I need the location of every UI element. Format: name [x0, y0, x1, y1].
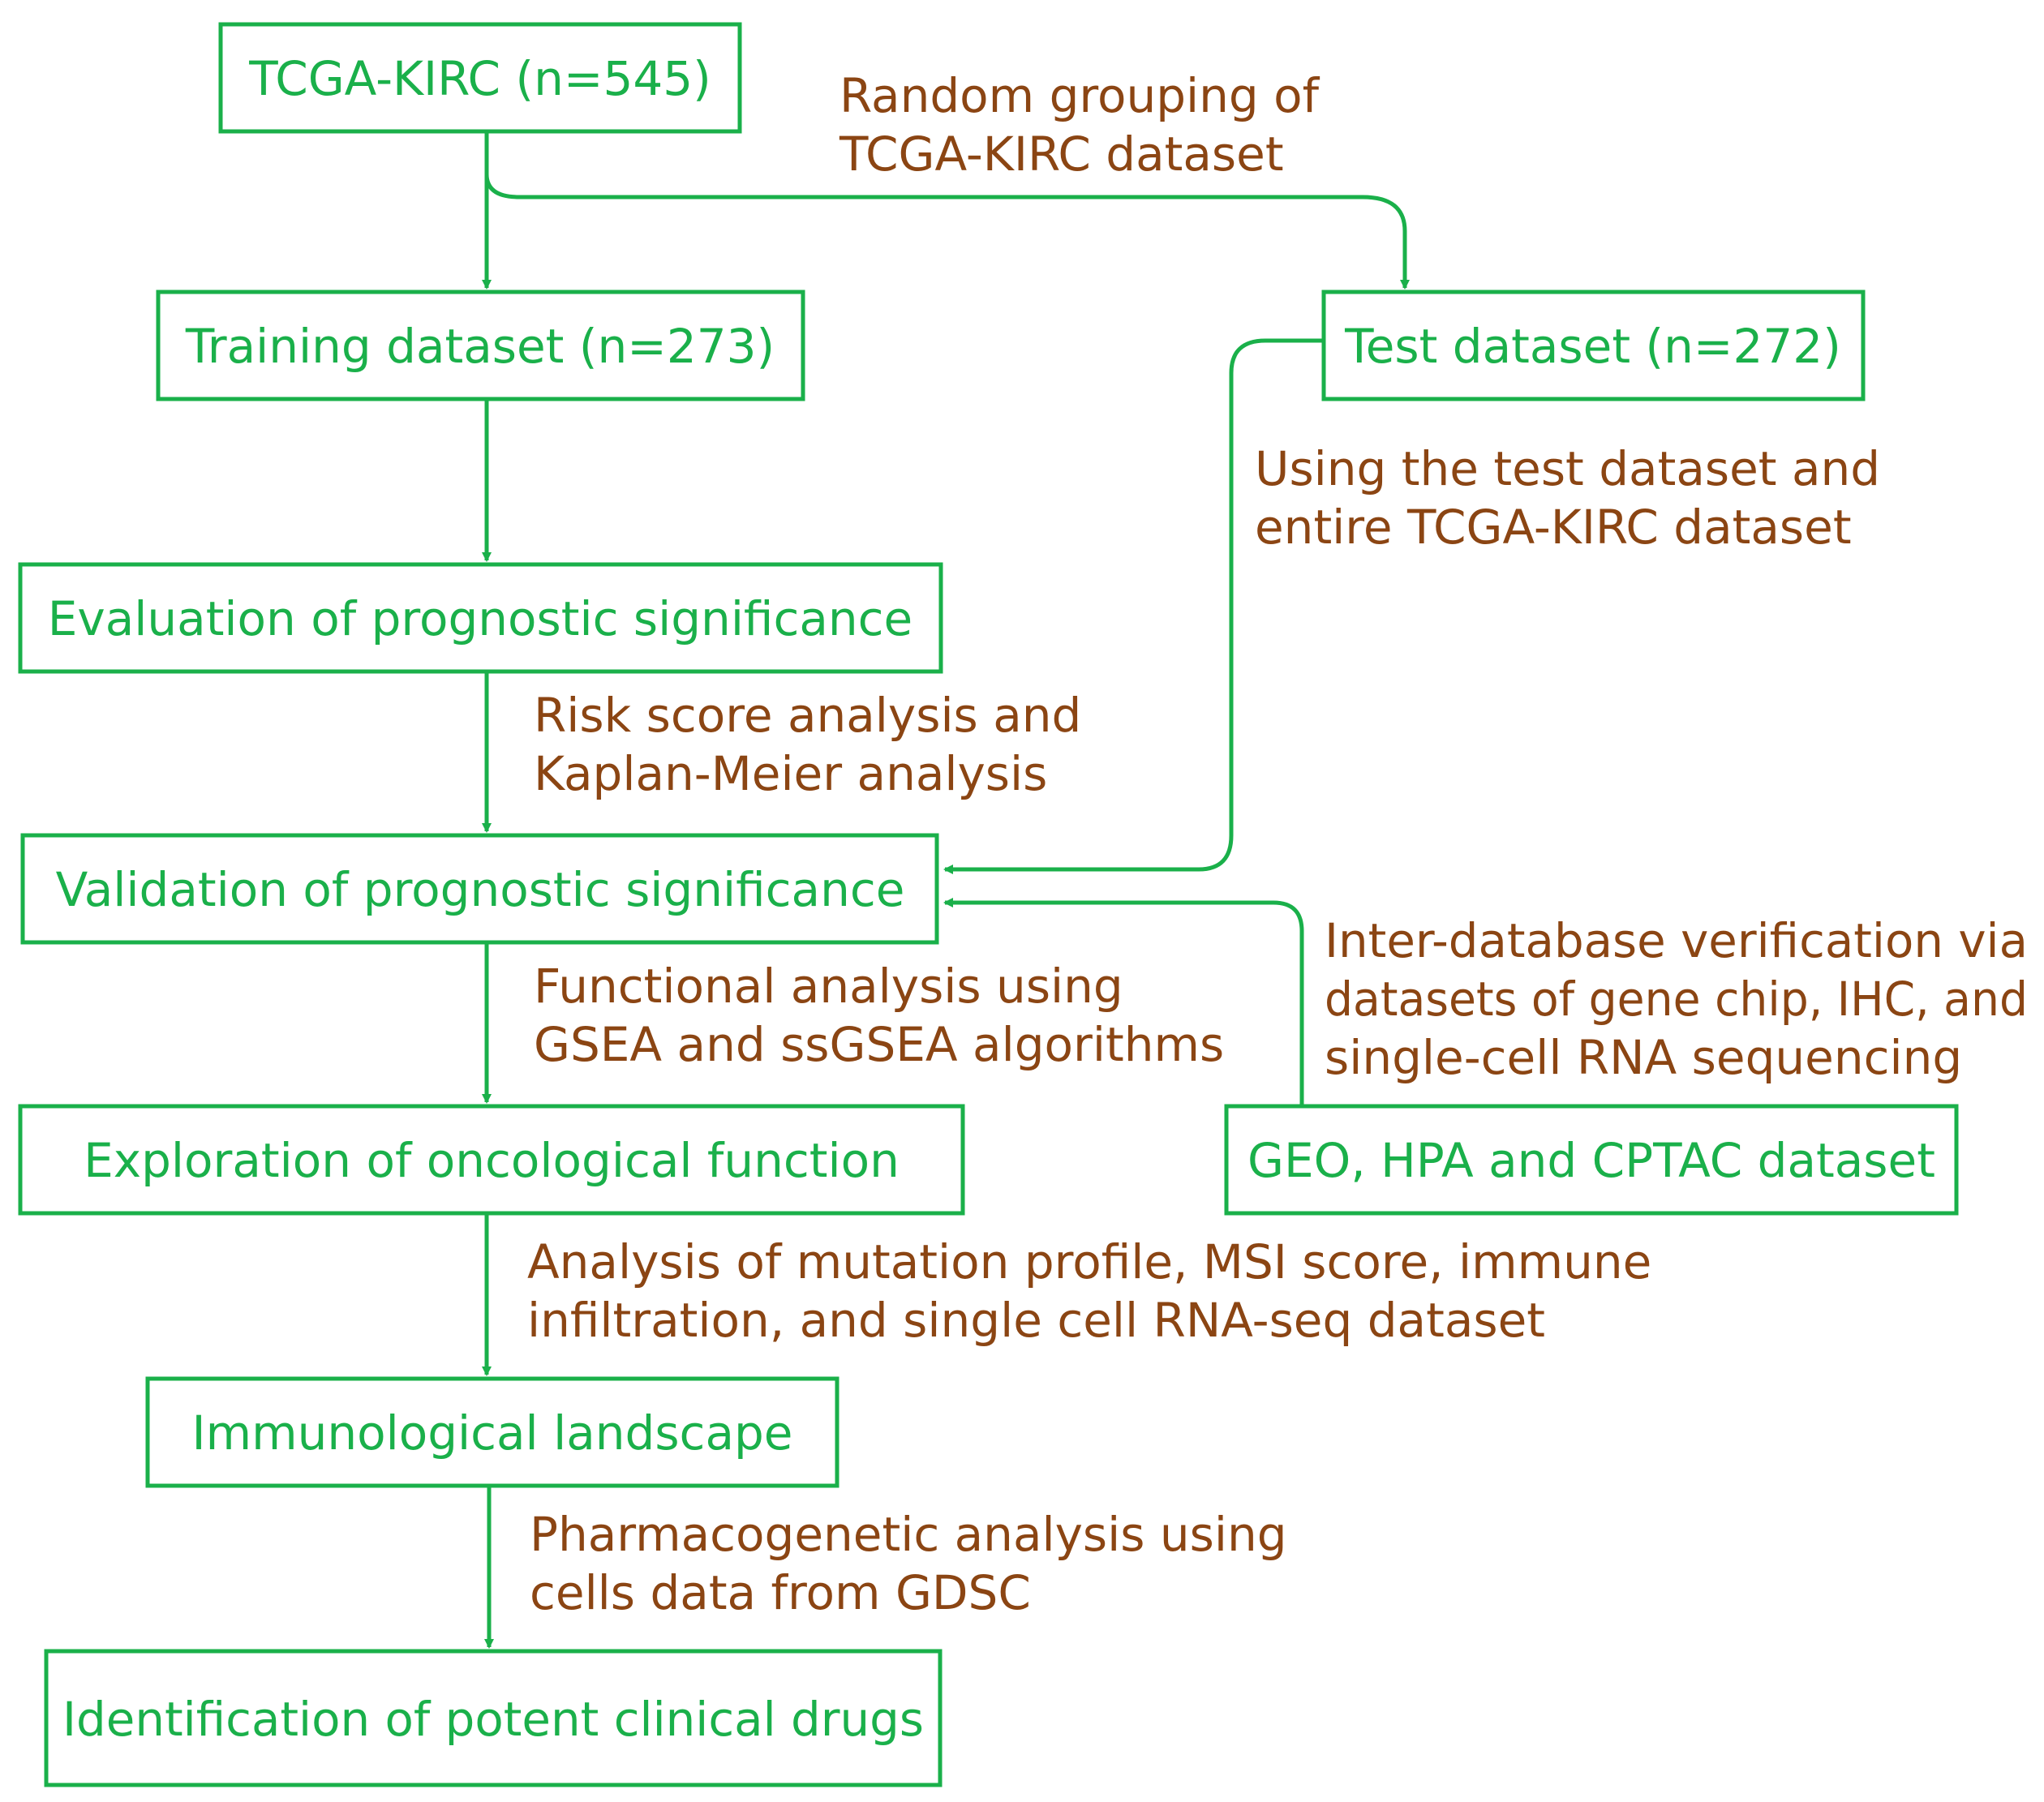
box-training-dataset: Training dataset (n=273): [156, 290, 805, 401]
annotation-line: cells data from GDSC: [530, 1565, 1031, 1620]
box-training-dataset-label: Training dataset (n=273): [185, 319, 775, 374]
box-drugs: Identification of potent clinical drugs: [44, 1649, 943, 1787]
annotation-line: TCGA-KIRC dataset: [839, 127, 1284, 182]
annotation-line: Random grouping of: [840, 68, 1320, 123]
annotation-inter-database: Inter-database verification via datasets…: [1325, 913, 2028, 1085]
box-immunological: Immunological landscape: [145, 1376, 840, 1488]
annotation-pharmacogenetic: Pharmacogenetic analysis using cells dat…: [530, 1507, 1287, 1620]
box-evaluation-label: Evaluation of prognostic significance: [48, 591, 912, 646]
annotation-line: Using the test dataset and: [1255, 441, 1880, 496]
annotation-line: datasets of gene chip, IHC, and: [1325, 972, 2028, 1027]
box-geo-hpa-cptac: GEO, HPA and CPTAC dataset: [1224, 1104, 1959, 1216]
arrow-tcga-to-test: [484, 131, 1410, 290]
box-geo-hpa-cptac-label: GEO, HPA and CPTAC dataset: [1247, 1133, 1935, 1188]
box-evaluation: Evaluation of prognostic significance: [18, 562, 943, 674]
box-exploration: Exploration of oncological function: [18, 1104, 965, 1216]
annotation-line: infiltration, and single cell RNA-seq da…: [527, 1293, 1545, 1348]
annotation-random-grouping: Random grouping of TCGA-KIRC dataset: [839, 68, 1320, 182]
annotation-risk-score: Risk score analysis and Kaplan-Meier ana…: [534, 688, 1081, 801]
annotation-line: Pharmacogenetic analysis using: [530, 1507, 1287, 1562]
annotation-line: single-cell RNA sequencing: [1325, 1030, 1962, 1085]
annotation-line: Analysis of mutation profile, MSI score,…: [527, 1234, 1651, 1289]
annotation-mutation-profile: Analysis of mutation profile, MSI score,…: [527, 1234, 1651, 1348]
annotation-line: Kaplan-Meier analysis: [534, 746, 1047, 801]
box-test-dataset-label: Test dataset (n=272): [1344, 319, 1841, 374]
box-exploration-label: Exploration of oncological function: [84, 1133, 900, 1188]
box-tcga-kirc: TCGA-KIRC (n=545): [218, 22, 742, 134]
box-tcga-kirc-label: TCGA-KIRC (n=545): [248, 51, 711, 106]
box-test-dataset: Test dataset (n=272): [1321, 290, 1866, 401]
annotation-using-test: Using the test dataset and entire TCGA-K…: [1255, 441, 1880, 555]
annotation-line: Functional analysis using: [534, 959, 1123, 1014]
annotation-line: entire TCGA-KIRC dataset: [1255, 500, 1852, 555]
annotation-functional-analysis: Functional analysis using GSEA and ssGSE…: [534, 959, 1224, 1072]
arrow-geo-to-validation: [943, 898, 1304, 1106]
annotation-line: Inter-database verification via: [1325, 913, 2028, 968]
arrow-test-to-validation: [943, 338, 1324, 874]
box-validation-label: Validation of prognostic significance: [56, 862, 905, 917]
box-drugs-label: Identification of potent clinical drugs: [62, 1692, 924, 1747]
annotation-line: GSEA and ssGSEA algorithms: [534, 1017, 1224, 1072]
box-validation: Validation of prognostic significance: [20, 833, 939, 945]
annotation-line: Risk score analysis and: [534, 688, 1081, 743]
box-immunological-label: Immunological landscape: [191, 1405, 792, 1461]
